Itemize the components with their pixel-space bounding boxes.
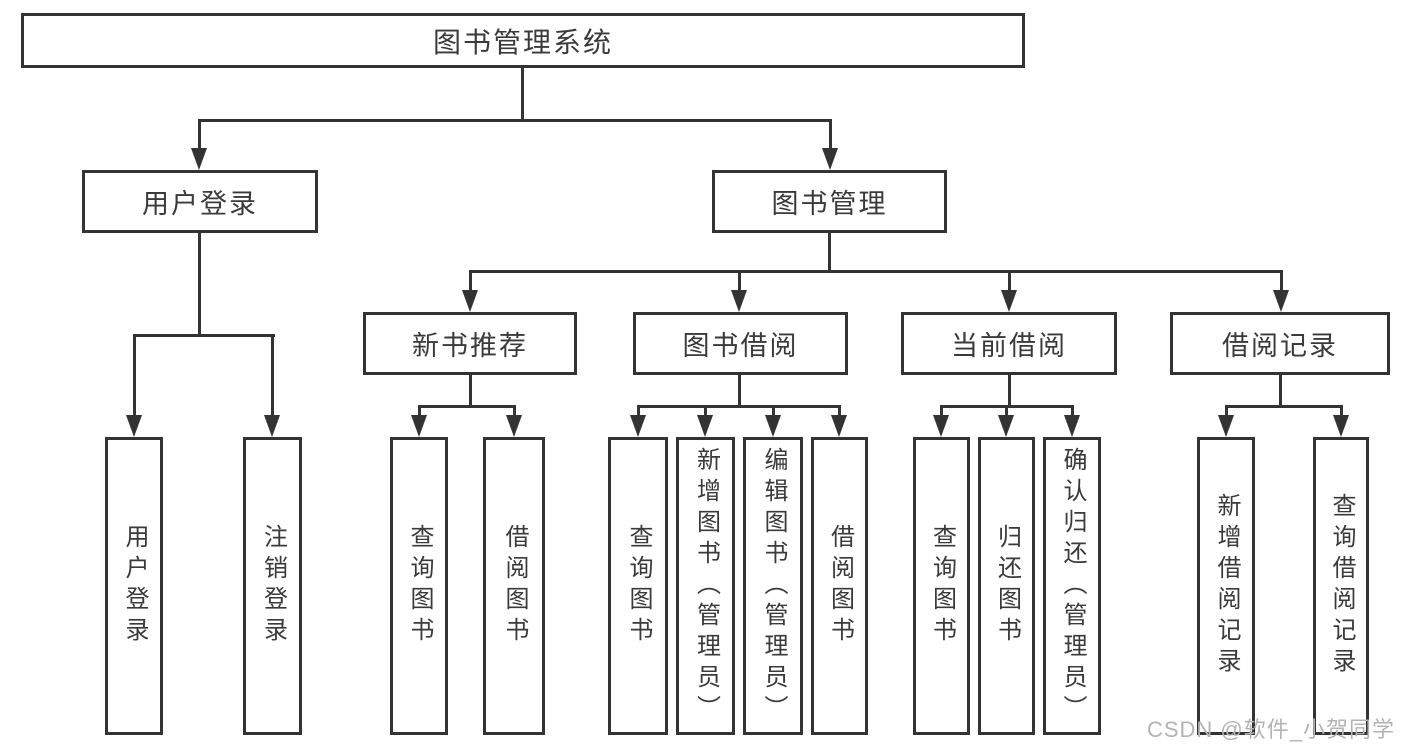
- connector-arm-cb-confirm: [1071, 405, 1074, 419]
- connector-arm-nb-borrow: [513, 405, 516, 419]
- connector-arm-cb-query: [940, 405, 943, 419]
- connector-arm-bb-query: [637, 405, 640, 419]
- arrow-down-icon: [765, 415, 781, 437]
- leaf-user-login: 用户登录: [105, 437, 163, 735]
- node-user-login: 用户登录: [82, 170, 318, 233]
- arrow-down-icon: [462, 290, 478, 312]
- arrow-down-icon: [191, 148, 207, 170]
- node-book-borrow: 图书借阅: [633, 312, 848, 375]
- leaf-current-return: 归还图书: [978, 437, 1035, 735]
- connector-borrowrecord-stem: [1279, 375, 1282, 408]
- leaf-newbook-borrow: 借阅图书: [483, 437, 545, 735]
- arrow-down-icon: [731, 290, 747, 312]
- connector-currentborrow-stem: [1008, 375, 1011, 408]
- connector-arm-logout: [271, 334, 274, 420]
- leaf-borrow-borrow: 借阅图书: [811, 437, 868, 735]
- connector-arm-new-book: [469, 270, 472, 295]
- connector-newbook-stem: [469, 375, 472, 408]
- connector-arm-book-management: [829, 119, 832, 153]
- connector-bookborrow-bar: [637, 405, 841, 408]
- node-current-borrow: 当前借阅: [901, 312, 1117, 375]
- arrow-down-icon: [126, 415, 142, 437]
- csdn-watermark: CSDN @软件_小贺同学: [1146, 717, 1395, 742]
- connector-userlogin-stem: [198, 233, 201, 337]
- connector-arm-nb-query: [418, 405, 421, 419]
- node-borrow-record: 借阅记录: [1170, 312, 1390, 375]
- arrow-down-icon: [998, 415, 1014, 437]
- leaf-borrow-add-admin: 新增图书（管理员）: [676, 437, 735, 735]
- connector-arm-user-login: [198, 119, 201, 153]
- connector-arm-book-borrow: [738, 270, 741, 295]
- node-root-system: 图书管理系统: [21, 13, 1025, 68]
- node-book-management: 图书管理: [712, 170, 947, 233]
- arrow-down-icon: [264, 415, 280, 437]
- connector-userlogin-bar: [133, 334, 275, 337]
- arrow-down-icon: [822, 148, 838, 170]
- leaf-record-add: 新增借阅记录: [1197, 437, 1255, 735]
- arrow-down-icon: [1064, 415, 1080, 437]
- connector-borrowrecord-bar: [1225, 405, 1343, 408]
- leaf-borrow-query: 查询图书: [608, 437, 668, 735]
- connector-bookborrow-stem: [738, 375, 741, 408]
- arrow-down-icon: [933, 415, 949, 437]
- arrow-down-icon: [411, 415, 427, 437]
- connector-arm-bb-add: [704, 405, 707, 419]
- connector-arm-cb-return: [1005, 405, 1008, 419]
- leaf-logout: 注销登录: [243, 437, 302, 735]
- leaf-current-confirm-admin: 确认归还（管理员）: [1043, 437, 1101, 735]
- connector-arm-br-add: [1225, 405, 1228, 419]
- connector-arm-login: [133, 334, 136, 420]
- connector-arm-current-borrow: [1008, 270, 1011, 295]
- arrow-down-icon: [630, 415, 646, 437]
- arrow-down-icon: [1001, 290, 1017, 312]
- arrow-down-icon: [506, 415, 522, 437]
- arrow-down-icon: [697, 415, 713, 437]
- arrow-down-icon: [1333, 415, 1349, 437]
- arrow-down-icon: [1218, 415, 1234, 437]
- arrow-down-icon: [1273, 290, 1289, 312]
- arrow-down-icon: [831, 415, 847, 437]
- connector-root-bar: [198, 119, 832, 122]
- node-new-book-recommend: 新书推荐: [363, 312, 577, 375]
- connector-arm-bb-edit: [772, 405, 775, 419]
- connector-arm-br-query: [1340, 405, 1343, 419]
- connector-bookmgmt-bar: [469, 270, 1283, 273]
- leaf-newbook-query: 查询图书: [390, 437, 448, 735]
- leaf-borrow-edit-admin: 编辑图书（管理员）: [743, 437, 803, 735]
- leaf-current-query: 查询图书: [913, 437, 970, 735]
- connector-arm-borrow-record: [1280, 270, 1283, 295]
- connector-arm-bb-borrow: [838, 405, 841, 419]
- leaf-record-query: 查询借阅记录: [1313, 437, 1369, 735]
- connector-root-stem: [521, 68, 524, 122]
- connector-newbook-bar: [418, 405, 516, 408]
- connector-bookmgmt-stem: [828, 233, 831, 273]
